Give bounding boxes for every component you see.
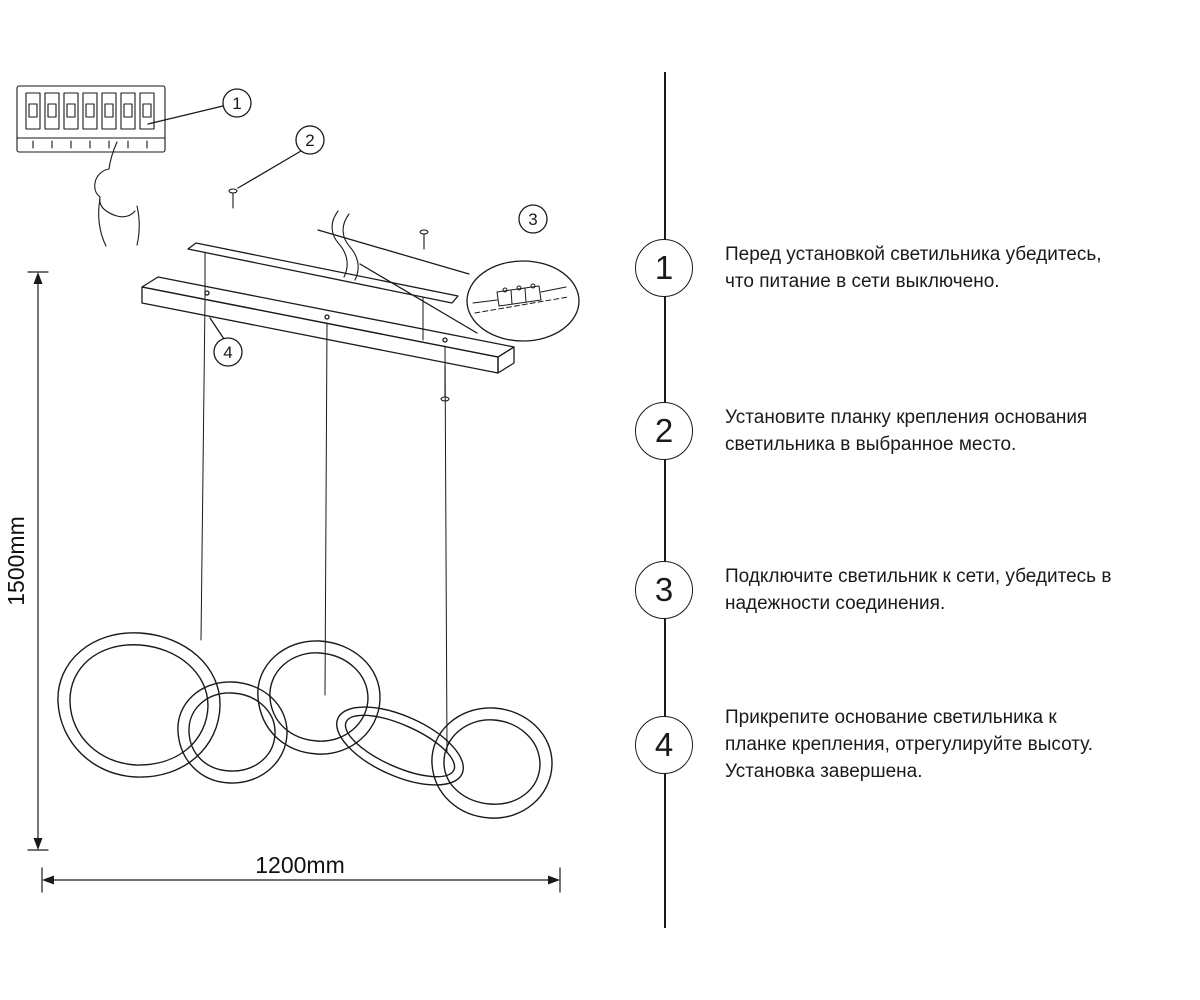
ring-5	[431, 707, 553, 819]
ring-2	[177, 681, 288, 784]
fixture-base-bar	[141, 276, 515, 374]
callout-4-label: 4	[223, 343, 232, 362]
step-4: 4 Прикрепите основание светильника к пла…	[635, 704, 1180, 785]
callout-3: 3	[518, 204, 548, 234]
suspension-cables	[200, 299, 448, 753]
breaker-panel-sketch	[16, 85, 166, 153]
ring-1	[57, 632, 221, 778]
step-4-text: Прикрепите основание светильника к планк…	[725, 707, 1094, 782]
callout-1-label: 1	[232, 94, 241, 113]
detail-bubble	[317, 229, 580, 342]
width-dimension-label: 1200mm	[255, 852, 344, 878]
step-1-text: Перед установкой светильника убедитесь, …	[725, 244, 1102, 292]
step-3-text: Подключите светильник к сети, убедитесь …	[725, 566, 1112, 614]
mounting-strip	[187, 242, 459, 341]
callout-2-label: 2	[305, 131, 314, 150]
height-dimension: 1500mm	[3, 271, 49, 851]
width-dimension: 1200mm	[41, 852, 561, 893]
step-1: 1 Перед установкой светильника убедитесь…	[635, 239, 1180, 297]
ring-3	[257, 640, 381, 755]
step-1-number: 1	[635, 239, 693, 297]
callout-2: 2	[237, 125, 325, 189]
pendant-rings	[57, 632, 553, 819]
mounting-screws	[228, 188, 429, 250]
step-2: 2 Установите планку крепления основания …	[635, 402, 1180, 460]
ring-4	[335, 706, 465, 786]
terminal-block-sketch	[472, 283, 569, 314]
callout-4: 4	[209, 317, 243, 367]
power-cable-wavy	[331, 210, 359, 281]
callout-1: 1	[147, 88, 252, 125]
hand-sketch	[94, 141, 140, 247]
step-2-text: Установите планку крепления основания св…	[725, 407, 1088, 455]
steps-divider-line	[664, 72, 666, 928]
step-4-number: 4	[635, 715, 693, 774]
step-2-number: 2	[635, 402, 693, 460]
height-dimension-label: 1500mm	[3, 516, 29, 605]
step-3: 3 Подключите светильник к сети, убедитес…	[635, 561, 1180, 619]
callout-3-label: 3	[528, 210, 537, 229]
installation-diagram: 1 2	[3, 85, 580, 893]
step-3-number: 3	[635, 561, 693, 619]
